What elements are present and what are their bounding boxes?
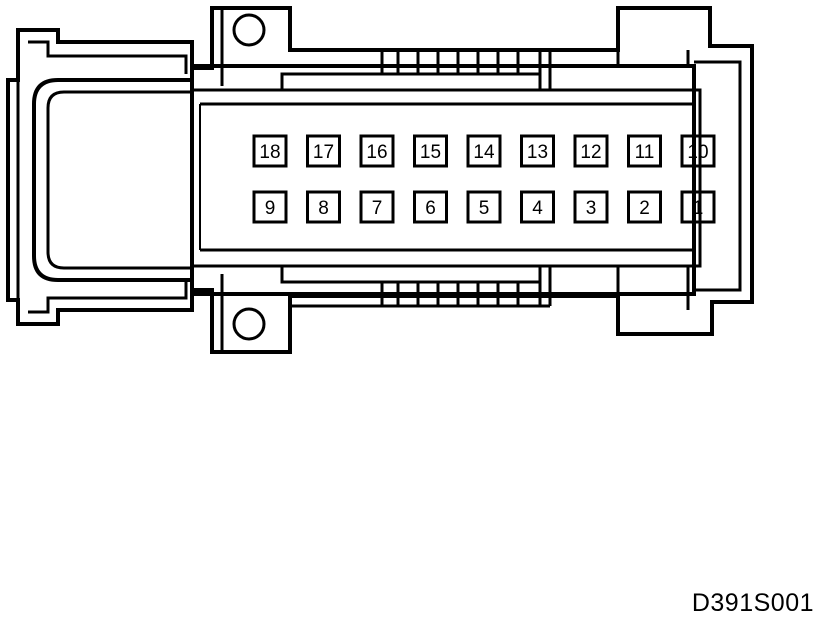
pin-box (359, 134, 395, 168)
pin-cell-15: 15 (413, 134, 448, 168)
pin-box (520, 134, 555, 168)
pin-cell-7: 7 (359, 190, 395, 224)
pin-cell-4: 4 (520, 190, 555, 224)
right-block-bottom (616, 266, 690, 334)
pin-box (306, 190, 341, 224)
plug-outer-outline (6, 6, 754, 354)
pin-label: 5 (479, 198, 490, 219)
bottom-rib (280, 266, 550, 308)
pin-label: 9 (265, 198, 276, 219)
mounting-hole-top (232, 13, 266, 47)
plug-inner-outline (28, 40, 188, 314)
pin-box (413, 134, 448, 168)
pin-label: 18 (259, 142, 280, 163)
housing-outer (190, 64, 696, 296)
pin-box (466, 134, 502, 168)
pin-box (306, 134, 341, 168)
pin-cell-13: 13 (520, 134, 555, 168)
pin-box (573, 190, 609, 224)
pin-label: 4 (532, 198, 543, 219)
pin-label: 14 (473, 142, 495, 163)
right-cap (694, 60, 742, 292)
pin-label: 3 (586, 198, 597, 219)
figure-code: D391S001 (691, 589, 814, 617)
right-block-top (616, 50, 690, 66)
pin-box (252, 190, 288, 224)
pin-row-top: 18 17 16 15 14 13 12 11 10 (252, 134, 716, 168)
pin-box (413, 190, 448, 224)
pin-label: 1 (693, 198, 704, 219)
pin-box (573, 134, 609, 168)
pin-box (627, 190, 662, 224)
pin-box (627, 134, 662, 168)
pin-cell-2: 2 (627, 190, 662, 224)
pin-label: 12 (580, 142, 601, 163)
pin-label: 6 (425, 198, 436, 219)
pin-label: 17 (313, 142, 334, 163)
pin-label: 13 (527, 142, 548, 163)
pin-cell-9: 9 (252, 190, 288, 224)
connector-body (6, 6, 754, 354)
lever-grip (32, 78, 192, 282)
pin-cell-17: 17 (306, 134, 341, 168)
pin-cell-16: 16 (359, 134, 395, 168)
pin-label: 8 (318, 198, 329, 219)
pin-cell-14: 14 (466, 134, 502, 168)
pin-cell-5: 5 (466, 190, 502, 224)
pin-cell-6: 6 (413, 190, 448, 224)
pin-cell-11: 11 (627, 134, 662, 168)
pin-cell-1: 1 (680, 190, 716, 224)
pin-box (680, 134, 716, 168)
pin-label: 15 (420, 142, 441, 163)
pin-row-bottom: 9 8 7 6 5 4 3 2 1 (252, 190, 716, 224)
pin-cell-12: 12 (573, 134, 609, 168)
pin-cell-8: 8 (306, 190, 341, 224)
top-rib (280, 50, 542, 90)
pin-box (680, 190, 716, 224)
pin-label: 7 (372, 198, 383, 219)
pin-box (520, 190, 555, 224)
pin-box (252, 134, 288, 168)
pin-cell-3: 3 (573, 190, 609, 224)
pin-box (359, 190, 395, 224)
mounting-hole-bottom (232, 307, 266, 341)
lever-grip-inner (46, 90, 192, 270)
pin-label: 2 (639, 198, 650, 219)
pin-label: 11 (635, 142, 655, 163)
pin-label: 16 (366, 142, 387, 163)
pin-label: 10 (687, 142, 708, 163)
pin-cell-18: 18 (252, 134, 288, 168)
pin-cell-10: 10 (680, 134, 716, 168)
pin-box (466, 190, 502, 224)
